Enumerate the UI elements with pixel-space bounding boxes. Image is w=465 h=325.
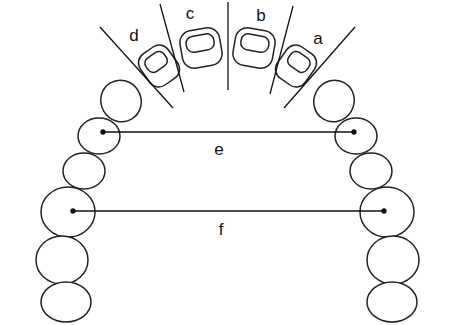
division-line bbox=[100, 27, 173, 108]
part-label: f bbox=[218, 221, 225, 238]
molar bbox=[360, 187, 414, 237]
molar bbox=[367, 236, 419, 284]
measurement-point bbox=[71, 209, 75, 213]
molar bbox=[367, 282, 417, 322]
molar bbox=[36, 236, 88, 284]
division-line bbox=[270, 6, 293, 94]
division-lines bbox=[100, 2, 355, 108]
incisor bbox=[178, 26, 224, 70]
measurement-point bbox=[382, 209, 386, 213]
part-label: d bbox=[128, 27, 139, 44]
premolar bbox=[350, 153, 392, 189]
measurement-line bbox=[103, 131, 354, 132]
division-line bbox=[160, 4, 184, 92]
part-label: e bbox=[213, 141, 224, 158]
molar bbox=[41, 282, 91, 322]
incisor bbox=[271, 41, 321, 92]
premolar bbox=[335, 118, 377, 154]
premolar bbox=[78, 118, 120, 154]
part-label: a bbox=[312, 30, 323, 47]
measurement-point bbox=[352, 130, 356, 134]
division-line bbox=[227, 2, 228, 90]
division-line bbox=[284, 27, 355, 108]
measurement-line bbox=[73, 210, 384, 211]
measurement-point bbox=[101, 130, 105, 134]
incisor bbox=[231, 26, 277, 70]
width-measurements bbox=[71, 130, 386, 213]
molar bbox=[41, 187, 95, 237]
part-label: c bbox=[185, 5, 196, 22]
premolar bbox=[63, 153, 105, 189]
part-label: b bbox=[255, 7, 266, 24]
